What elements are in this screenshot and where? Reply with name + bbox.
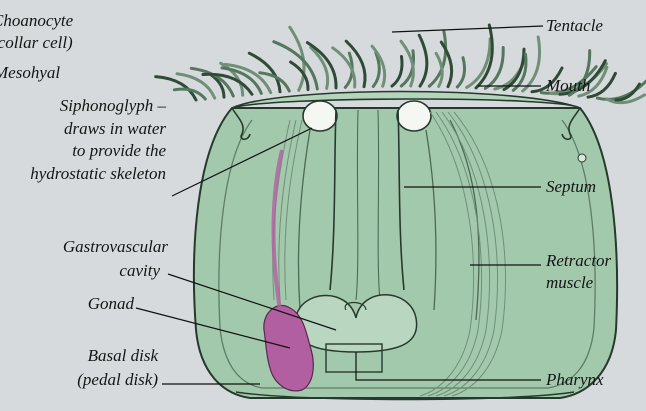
label-siphonoglyph-3: to provide the bbox=[72, 141, 166, 160]
label-siphonoglyph-2: draws in water bbox=[64, 119, 166, 138]
tentacle bbox=[419, 35, 427, 86]
label-siphonoglyph-4: hydrostatic skeleton bbox=[30, 164, 166, 183]
siphonoglyph-right bbox=[397, 101, 431, 131]
label-basal-2: (pedal disk) bbox=[77, 370, 158, 389]
label-mesohyal: Mesohyal bbox=[0, 63, 60, 82]
tentacle bbox=[174, 89, 205, 99]
label-mouth: Mouth bbox=[545, 76, 590, 95]
label-retractor-1: Retractor bbox=[545, 251, 612, 270]
leader-tentacle bbox=[392, 26, 543, 32]
siphonoglyph-left bbox=[303, 101, 337, 131]
label-choanocyte: Choanocyte bbox=[0, 11, 74, 30]
label-tentacle: Tentacle bbox=[546, 16, 603, 35]
tentacle bbox=[457, 58, 464, 87]
label-gastro-1: Gastrovascular bbox=[63, 237, 169, 256]
acrorhagus bbox=[578, 154, 586, 162]
label-basal-1: Basal disk bbox=[88, 346, 159, 365]
label-retractor-2: muscle bbox=[546, 273, 594, 292]
label-gonad: Gonad bbox=[88, 294, 135, 313]
label-siphonoglyph-1: Siphonoglyph – bbox=[60, 96, 167, 115]
label-septum: Septum bbox=[546, 177, 596, 196]
label-gastro-2: cavity bbox=[119, 261, 160, 280]
tentacle bbox=[467, 39, 490, 88]
label-pharynx: Pharynx bbox=[545, 370, 604, 389]
label-choanocyte-2: (collar cell) bbox=[0, 33, 73, 52]
tentacle bbox=[392, 57, 402, 87]
tentacle bbox=[311, 47, 328, 88]
tentacle bbox=[436, 53, 442, 86]
